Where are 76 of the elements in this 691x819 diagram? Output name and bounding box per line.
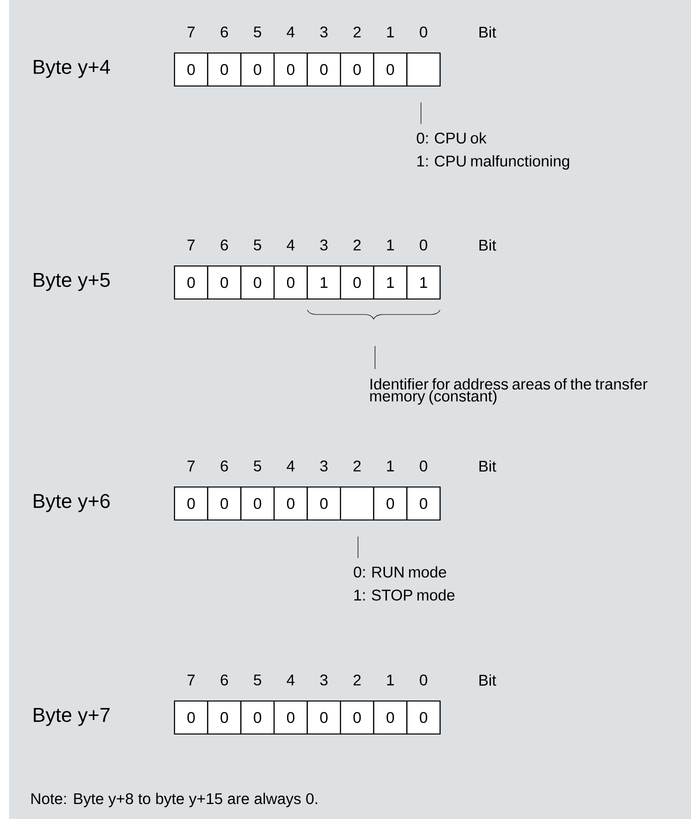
bit-cell: 0 bbox=[373, 52, 408, 87]
bit-number: 3 bbox=[320, 240, 328, 250]
bit-number: 1 bbox=[387, 240, 394, 250]
bit-cell: 0 bbox=[406, 700, 441, 735]
bit-cell: 1 bbox=[373, 265, 408, 300]
bit-cell: 0 bbox=[373, 700, 408, 735]
bit-heading: Bit bbox=[479, 26, 496, 38]
bit-cell: 0 bbox=[274, 52, 308, 87]
bit-cell: 0 bbox=[340, 700, 374, 735]
bit-heading: Bit bbox=[479, 239, 496, 251]
bit-number: 6 bbox=[220, 240, 228, 250]
bit-cell: 0 bbox=[373, 486, 408, 521]
bit-cell: 0 bbox=[240, 700, 275, 735]
bit-number: 1 bbox=[387, 460, 394, 472]
note-text: 0: RUN mode 1: STOP mode bbox=[354, 566, 454, 601]
bit-number: 1 bbox=[387, 674, 394, 686]
note-text: Note: Byte y+8 to byte y+15 are always 0. bbox=[31, 792, 318, 808]
leader-line bbox=[420, 102, 422, 124]
bit-cell: 0 bbox=[306, 52, 342, 87]
bit-cell: 0 bbox=[240, 486, 275, 521]
bit-number: 0 bbox=[420, 26, 428, 38]
bit-number: 7 bbox=[188, 26, 195, 38]
bit-number: 5 bbox=[254, 240, 262, 250]
bit-cell: 0 bbox=[240, 52, 275, 87]
bit-cell: 1 bbox=[306, 265, 342, 300]
bit-number: 3 bbox=[320, 26, 328, 38]
bit-cell: 0 bbox=[306, 486, 342, 521]
bit-number: 4 bbox=[286, 26, 295, 38]
bit-cell: 0 bbox=[340, 52, 374, 87]
bit-number: 6 bbox=[220, 674, 228, 686]
bit-number: 2 bbox=[354, 674, 361, 686]
bit-cell: 0 bbox=[306, 700, 342, 735]
bit-number: 4 bbox=[286, 674, 295, 686]
bit-cell: 0 bbox=[274, 486, 308, 521]
bit-number: 0 bbox=[420, 240, 428, 250]
bit-number: 5 bbox=[254, 674, 262, 686]
byte-label: Byte y+5 bbox=[34, 273, 110, 291]
bit-number: 2 bbox=[354, 240, 361, 250]
byte-label: Byte y+6 bbox=[34, 494, 110, 512]
bit-cell: 0 bbox=[174, 52, 208, 87]
bit-number: 3 bbox=[320, 674, 328, 686]
bit-cell: 0 bbox=[240, 265, 275, 300]
bit-number: 0 bbox=[420, 674, 428, 686]
bit-number: 2 bbox=[354, 460, 361, 472]
bit-number: 3 bbox=[320, 460, 328, 472]
note-text: 0: CPU ok 1: CPU malfunctioning bbox=[416, 132, 570, 170]
bit-cell: 0 bbox=[207, 265, 242, 300]
bit-cell: 0 bbox=[174, 265, 208, 300]
bit-cell: 0 bbox=[207, 486, 242, 521]
bit-number: 7 bbox=[188, 240, 195, 250]
note-text: Identifier for address areas of the transfer memory (constant) bbox=[370, 378, 648, 405]
bit-cell: 0 bbox=[207, 52, 242, 87]
bit-number: 0 bbox=[420, 460, 428, 472]
byte-label: Byte y+7 bbox=[34, 708, 110, 726]
bit-number: 5 bbox=[254, 460, 262, 472]
bit-cell: 0 bbox=[207, 700, 242, 735]
bit-number: 1 bbox=[387, 26, 394, 38]
bit-number: 6 bbox=[220, 460, 228, 472]
bit-cell: 1 bbox=[406, 265, 441, 300]
bit-number: 2 bbox=[354, 26, 361, 38]
byte-label: Byte y+4 bbox=[34, 60, 110, 78]
bit-number: 4 bbox=[286, 240, 295, 250]
bit-number: 6 bbox=[220, 26, 228, 38]
bit-cell: 0 bbox=[340, 265, 374, 300]
bit-cell: 0 bbox=[274, 700, 308, 735]
bit-number: 7 bbox=[188, 674, 195, 686]
bit-heading: Bit bbox=[479, 674, 496, 686]
bit-number: 5 bbox=[254, 26, 262, 38]
leader-line bbox=[374, 346, 376, 370]
bit-cell: 0 bbox=[274, 265, 308, 300]
bit-cell: 0 bbox=[174, 700, 208, 735]
bit-heading: Bit bbox=[479, 460, 496, 472]
bit-number: 7 bbox=[188, 460, 195, 472]
bit-number: 4 bbox=[286, 460, 295, 472]
bit-cell: 0 bbox=[174, 486, 208, 521]
bit-cell: 0 bbox=[406, 486, 441, 521]
